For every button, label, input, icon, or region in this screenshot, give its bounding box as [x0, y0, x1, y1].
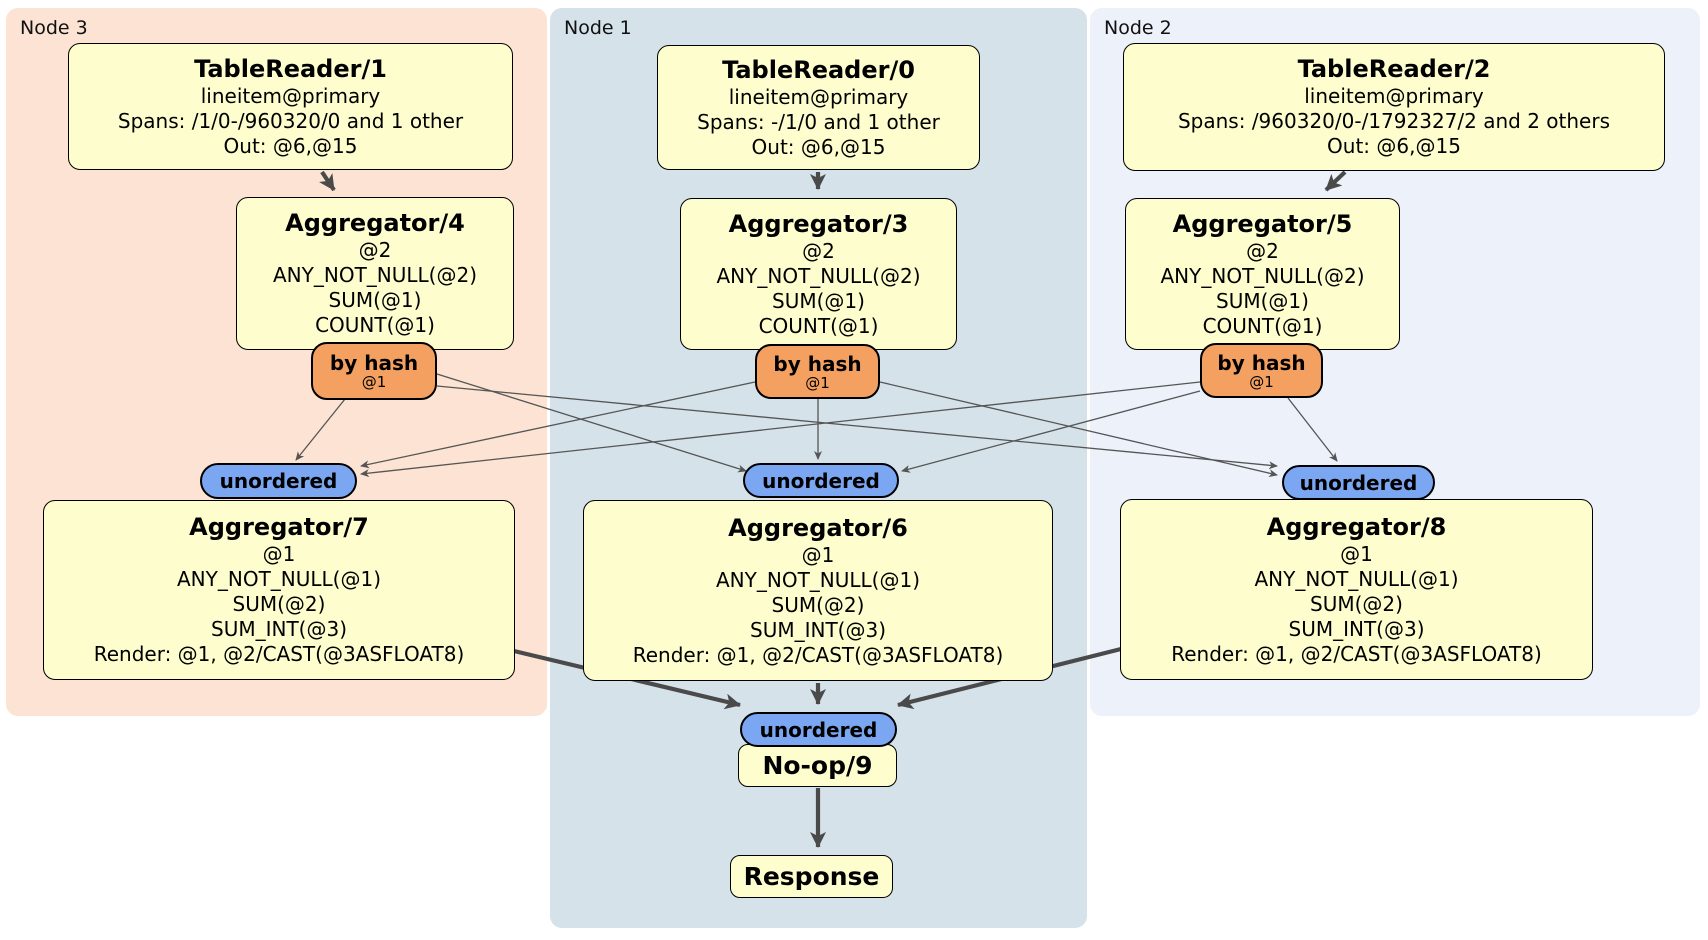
processor-detail: @2: [1246, 238, 1279, 263]
processor-title: Aggregator/4: [285, 209, 465, 237]
processor-tablereader-2: TableReader/2 lineitem@primary Spans: /9…: [1123, 43, 1665, 171]
sync-label: unordered: [219, 469, 338, 493]
processor-title: Aggregator/6: [728, 513, 908, 542]
processor-detail: Render: @1, @2/CAST(@3ASFLOAT8): [93, 642, 465, 666]
processor-detail: SUM_INT(@3): [211, 617, 347, 641]
processor-detail: SUM(@1): [328, 288, 422, 312]
router-by-hash-node1: by hash @1: [755, 344, 880, 399]
processor-tablereader-1: TableReader/1 lineitem@primary Spans: /1…: [68, 43, 513, 170]
processor-aggregator-8: Aggregator/8 @1 ANY_NOT_NULL(@1) SUM(@2)…: [1120, 499, 1593, 680]
processor-detail: Spans: /1/0-/960320/0 and 1 other: [117, 108, 464, 133]
processor-detail: Out: @6,@15: [223, 133, 358, 158]
processor-aggregator-6: Aggregator/6 @1 ANY_NOT_NULL(@1) SUM(@2)…: [583, 500, 1053, 681]
processor-detail: Spans: -/1/0 and 1 other: [697, 109, 940, 134]
processor-title: Response: [743, 862, 880, 891]
processor-detail: SUM(@2): [232, 592, 326, 616]
processor-detail: @2: [358, 238, 392, 262]
sync-unordered-final: unordered: [740, 712, 897, 747]
router-label: by hash: [329, 351, 419, 375]
processor-detail: ANY_NOT_NULL(@2): [273, 263, 477, 287]
processor-detail: ANY_NOT_NULL(@2): [716, 263, 921, 288]
router-by-hash-node3: by hash @1: [311, 342, 437, 400]
processor-detail: lineitem@primary: [200, 83, 381, 108]
router-by-hash-node2: by hash @1: [1200, 343, 1323, 398]
processor-aggregator-5: Aggregator/5 @2 ANY_NOT_NULL(@2) SUM(@1)…: [1125, 198, 1400, 350]
processor-tablereader-0: TableReader/0 lineitem@primary Spans: -/…: [657, 45, 980, 170]
router-label: by hash: [773, 351, 862, 376]
region-node1-label: Node 1: [564, 17, 632, 39]
processor-detail: SUM(@1): [1216, 288, 1309, 313]
processor-title: TableReader/0: [722, 55, 915, 84]
processor-detail: SUM(@2): [1310, 591, 1403, 616]
sync-label: unordered: [762, 468, 880, 493]
processor-aggregator-7: Aggregator/7 @1 ANY_NOT_NULL(@1) SUM(@2)…: [43, 500, 515, 680]
processor-detail: lineitem@primary: [728, 84, 909, 109]
processor-detail: @1: [262, 542, 296, 566]
processor-detail: SUM(@1): [772, 288, 865, 313]
processor-detail: ANY_NOT_NULL(@2): [1160, 263, 1365, 288]
processor-detail: Out: @6,@15: [1327, 134, 1461, 158]
processor-title: Aggregator/8: [1266, 512, 1447, 541]
processor-noop-9: No-op/9: [738, 744, 897, 787]
processor-aggregator-4: Aggregator/4 @2 ANY_NOT_NULL(@2) SUM(@1)…: [236, 197, 514, 350]
router-label: by hash: [1217, 350, 1306, 375]
processor-title: Aggregator/3: [728, 209, 909, 238]
sync-unordered-node3: unordered: [200, 463, 357, 499]
response-box: Response: [730, 855, 893, 898]
processor-detail: Render: @1, @2/CAST(@3ASFLOAT8): [632, 642, 1004, 667]
processor-aggregator-3: Aggregator/3 @2 ANY_NOT_NULL(@2) SUM(@1)…: [680, 198, 957, 350]
processor-detail: Render: @1, @2/CAST(@3ASFLOAT8): [1171, 641, 1542, 666]
processor-title: TableReader/1: [194, 54, 387, 83]
sync-label: unordered: [759, 717, 878, 742]
processor-detail: COUNT(@1): [758, 313, 879, 338]
sync-unordered-node1: unordered: [743, 463, 899, 498]
processor-detail: ANY_NOT_NULL(@1): [1254, 566, 1459, 591]
processor-title: Aggregator/5: [1172, 209, 1353, 238]
router-tag: @1: [1249, 372, 1274, 391]
region-node2-label: Node 2: [1104, 17, 1172, 39]
processor-detail: @1: [801, 542, 835, 567]
processor-detail: SUM(@2): [771, 592, 865, 617]
processor-detail: Spans: /960320/0-/1792327/2 and 2 others: [1177, 109, 1610, 133]
processor-detail: ANY_NOT_NULL(@1): [716, 567, 920, 592]
router-tag: @1: [361, 373, 387, 391]
region-node3-label: Node 3: [20, 17, 88, 39]
processor-detail: ANY_NOT_NULL(@1): [177, 567, 381, 591]
processor-detail: lineitem@primary: [1304, 84, 1484, 108]
processor-title: No-op/9: [762, 751, 873, 780]
processor-detail: SUM_INT(@3): [1288, 616, 1425, 641]
processor-detail: SUM_INT(@3): [750, 617, 886, 642]
router-tag: @1: [805, 373, 830, 392]
processor-title: TableReader/2: [1297, 55, 1491, 83]
processor-detail: @2: [802, 238, 835, 263]
sync-label: unordered: [1299, 470, 1418, 495]
processor-detail: COUNT(@1): [1202, 313, 1323, 338]
sync-unordered-node2: unordered: [1282, 465, 1435, 500]
processor-title: Aggregator/7: [189, 513, 369, 541]
processor-detail: COUNT(@1): [315, 313, 435, 337]
processor-detail: @1: [1340, 541, 1373, 566]
processor-detail: Out: @6,@15: [751, 134, 886, 159]
